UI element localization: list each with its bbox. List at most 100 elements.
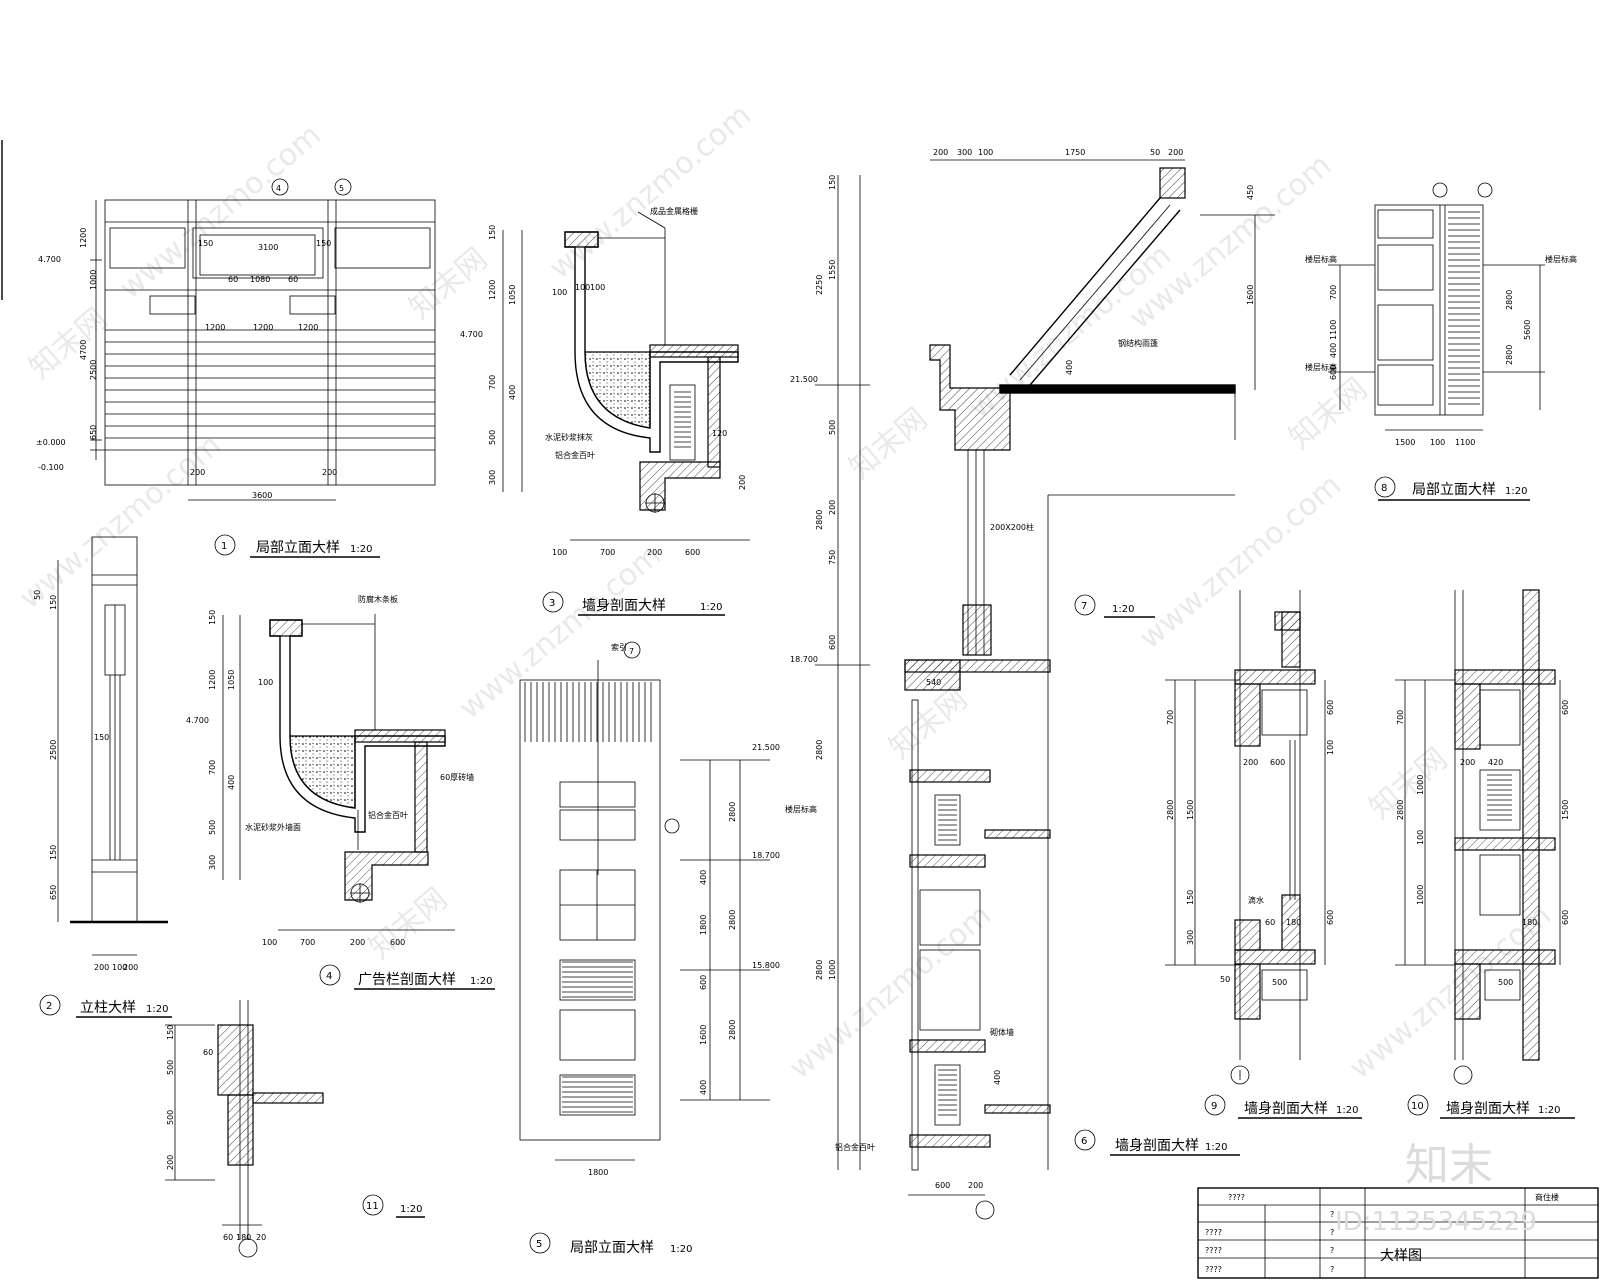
d9-note: 滴水 [1248, 895, 1264, 905]
d1-dim: 1200 [298, 323, 318, 332]
d10-dim: 100 [1416, 830, 1425, 845]
d8-dim: 1100 [1455, 438, 1475, 447]
d2-dim: 650 [49, 885, 58, 900]
d8-dim: 100 [1430, 438, 1445, 447]
d6-dim: 1750 [1065, 148, 1085, 157]
title-row: ???? [1228, 1193, 1245, 1202]
d11-dim: 60 [203, 1048, 213, 1057]
axis-4-label: 4 [276, 184, 281, 193]
d11-dim: 500 [166, 1110, 175, 1125]
detail-scale: 1:20 [1112, 604, 1134, 615]
detail-scale: 1:20 [400, 1204, 422, 1215]
d1-dim: 60 [228, 275, 238, 284]
level-mark: 楼层标高 [1545, 254, 1577, 264]
d6-note: 铝合金百叶 [835, 1142, 875, 1152]
d8-dim: 1100 [1329, 320, 1338, 340]
d5-dim: 400 [699, 870, 708, 885]
d1-dim: 1080 [250, 275, 270, 284]
d4-dim: 500 [208, 820, 217, 835]
detail-8-elevation: 700 1100 400 600 2800 2800 5600 1500 100… [1305, 182, 1577, 501]
d6-dim: 500 [828, 420, 837, 435]
d3-dim: 700 [488, 375, 497, 390]
d2-dim: 100 [112, 963, 127, 972]
d6-dim: 600 [935, 1181, 950, 1190]
logo-text: 知末 [1405, 1140, 1493, 1191]
d1-dim: 1200 [79, 228, 88, 248]
d1-dim: 4700 [79, 340, 88, 360]
d5-dim: 2800 [728, 1020, 737, 1040]
d6-dim: 2800 [815, 740, 824, 760]
d6-dim: 200 [933, 148, 948, 157]
d3-dim: 200 [738, 475, 747, 490]
d9-dim: 500 [1272, 978, 1287, 987]
d3-dim: 600 [685, 548, 700, 557]
detail-number: 7 [1081, 601, 1087, 612]
d10-dim: 200 [1460, 758, 1475, 767]
d6-dim: 2250 [815, 275, 824, 295]
d4-dim: 700 [300, 938, 315, 947]
detail-number: 3 [549, 598, 555, 609]
detail-title: 立柱大样 [80, 1000, 136, 1016]
d4-dim: 100 [258, 678, 273, 687]
d6-note: 钢结构雨篷 [1118, 338, 1158, 348]
detail-11-section: 150 500 500 200 60 180 20 60 11 1:20 [165, 1000, 425, 1258]
d8-dim: 2800 [1505, 290, 1514, 310]
detail-scale: 1:20 [470, 976, 492, 987]
d3-dim: 150 [488, 225, 497, 240]
detail-number: 8 [1381, 483, 1387, 494]
detail-number: 5 [536, 1239, 542, 1250]
d5-dim: 400 [699, 1080, 708, 1095]
level-mark: 21.500 [752, 743, 780, 752]
d1-dim: 150 [316, 239, 331, 248]
d9-dim: 600 [1326, 910, 1335, 925]
d9-dim: 2800 [1166, 800, 1175, 820]
watermark-text: www.znzmo.com [13, 428, 228, 617]
d6-note: 砌体墙 [990, 1027, 1014, 1037]
d3-dim: 100 [552, 548, 567, 557]
level-mark: -0.100 [38, 463, 64, 472]
d2-dim: 50 [33, 590, 42, 600]
d2-dim: 150 [49, 845, 58, 860]
d8-dim: 1500 [1395, 438, 1415, 447]
d8-dim: 2800 [1505, 345, 1514, 365]
d6-dim: 450 [1246, 185, 1255, 200]
d6-dim: 200 [1168, 148, 1183, 157]
detail-scale: 1:20 [1336, 1105, 1358, 1116]
detail-title: 墙身剖面大样 [1115, 1138, 1199, 1154]
d3-dim: 100 [575, 283, 590, 292]
d9-dim: 180 [1286, 918, 1301, 927]
d3-note: 成品金属格栅 [650, 206, 698, 216]
detail-title: 墙身剖面大样 [582, 598, 666, 614]
watermark-text: www.znzmo.com [453, 538, 668, 727]
detail-scale: 1:20 [146, 1004, 168, 1015]
d5-note: 索引 [611, 642, 627, 652]
d10-dim: 1500 [1561, 800, 1570, 820]
watermark-text: 知末网 [1363, 741, 1454, 826]
d9-dim: 600 [1326, 700, 1335, 715]
detail-title: 广告栏剖面大样 [358, 972, 456, 988]
brand-logo: 知末 ID:1135345229 [1335, 1140, 1537, 1237]
d3-dim: 120 [712, 429, 727, 438]
d3-note: 铝合金百叶 [555, 450, 595, 460]
detail-number: 1 [221, 541, 227, 552]
d6-dim: 200 [828, 500, 837, 515]
d6-dim: 400 [1065, 360, 1074, 375]
d6-dim: 200 [968, 1181, 983, 1190]
d11-dim: 60 [223, 1233, 233, 1242]
watermark-text: 知末网 [23, 301, 114, 386]
d9-dim: 50 [1220, 975, 1230, 984]
detail-scale: 1:20 [1505, 486, 1527, 497]
d6-dim: 150 [828, 175, 837, 190]
d3-dim: 100 [552, 288, 567, 297]
d9-dim: 100 [1326, 740, 1335, 755]
d10-dim: 420 [1488, 758, 1503, 767]
d4-dim: 200 [350, 938, 365, 947]
d5-dim: 2800 [728, 802, 737, 822]
d6-dim: 1550 [828, 260, 837, 280]
d3-dim: 200 [647, 548, 662, 557]
detail-title: 墙身剖面大样 [1446, 1101, 1530, 1117]
detail-scale: 1:20 [1538, 1105, 1560, 1116]
d4-note: 铝合金百叶 [368, 810, 408, 820]
d9-dim: 600 [1270, 758, 1285, 767]
d10-dim: 600 [1561, 910, 1570, 925]
